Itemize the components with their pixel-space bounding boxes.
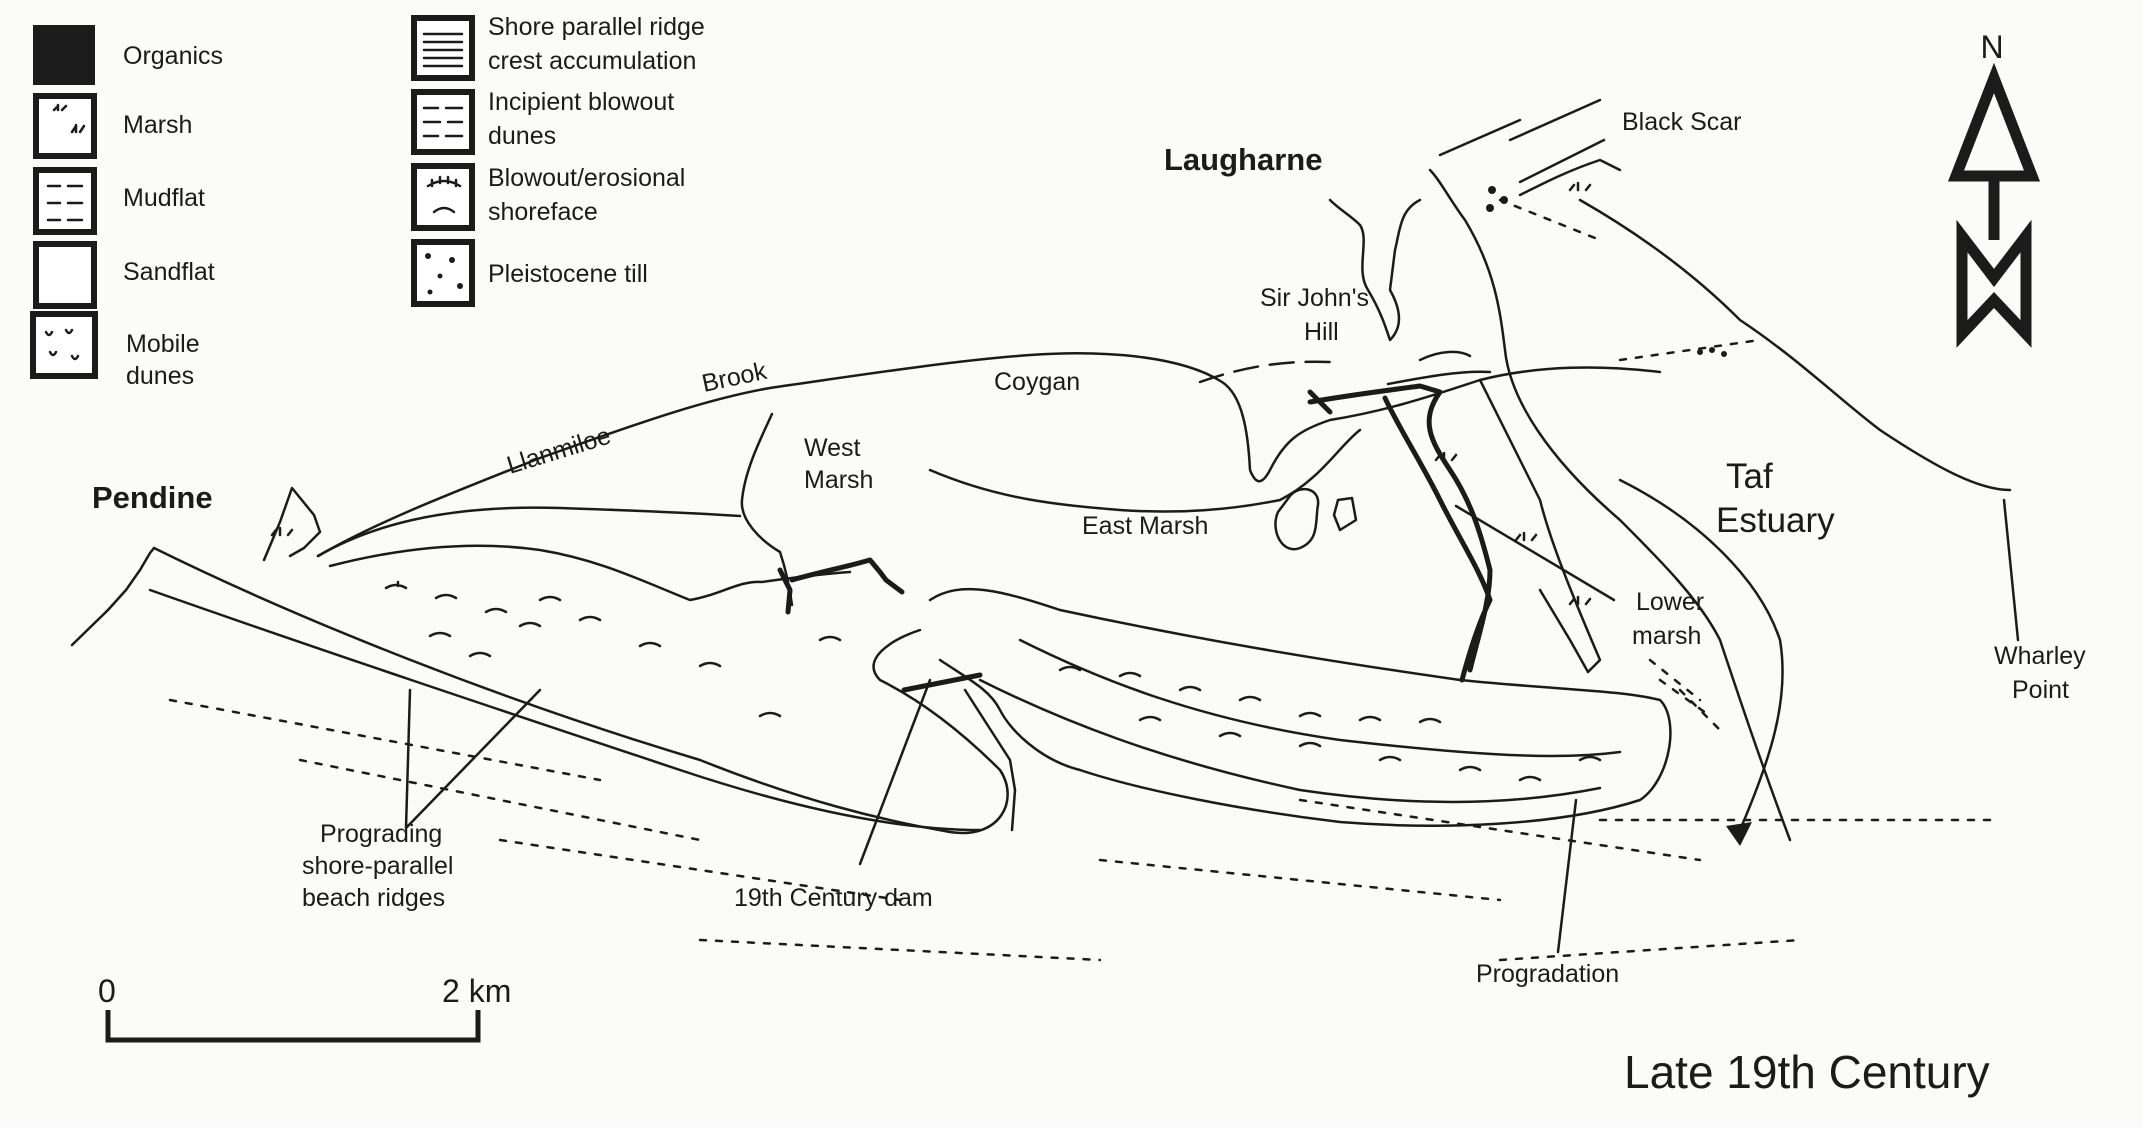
legend-label-shore-parallel-ridge: Shore parallel ridge crest accumulation [488, 13, 712, 75]
label-prograding-ridges: Prograding shore-parallel beach ridges [302, 820, 460, 912]
till-island-1 [1274, 487, 1320, 551]
legend-label-organics: Organics [123, 42, 223, 70]
legend-label-blowout-erosional: Blowout/erosional shoreface [488, 164, 692, 226]
till-island-2 [1332, 496, 1358, 532]
label-sir-johns-hill: Sir John's Hill [1260, 284, 1376, 346]
label-black-scar: Black Scar [1622, 108, 1741, 136]
scale-start: 0 [98, 973, 116, 1009]
mudflat-swatch [33, 167, 97, 235]
mobile-dunes-swatch [30, 311, 98, 379]
organics-swatch [33, 25, 95, 85]
legend-label-pleistocene-till: Pleistocene till [488, 260, 648, 288]
sandflat-swatch [33, 241, 97, 309]
western-spit-shore [152, 546, 1009, 835]
label-wharley-point: Wharley Point [1994, 642, 2093, 704]
legend-label-marsh: Marsh [123, 111, 192, 139]
label-lower-marsh: Lower marsh [1632, 588, 1711, 650]
west-marsh-embankment [777, 557, 905, 615]
incipient-blowout-swatch [411, 89, 475, 155]
place-pendine: Pendine [92, 480, 213, 515]
legend-label-sandflat: Sandflat [123, 258, 215, 286]
leader-lines [404, 138, 2020, 954]
pendine-headland [70, 546, 156, 647]
scale-end: 2 km [442, 973, 511, 1009]
label-progradation: Progradation [1476, 960, 1619, 988]
llanmiloe-brook [316, 352, 1662, 558]
label-coygan: Coygan [994, 368, 1080, 396]
laugharne-coast [1328, 198, 1422, 342]
label-taf-estuary: Taf Estuary [1716, 457, 1835, 540]
legend: Organics Marsh Mudflat Sandflat Mobile d… [30, 13, 712, 390]
north-arrow-icon: N [1947, 29, 2041, 348]
place-laugharne: Laugharne [1164, 142, 1322, 177]
pleistocene-till-swatch [411, 239, 475, 307]
north-label: N [1980, 29, 2003, 65]
legend-label-mobile-dunes: Mobile dunes [126, 330, 207, 390]
nineteenth-century-dam [901, 672, 983, 693]
label-19th-century-dam: 19th Century dam [734, 884, 933, 912]
laugharne-embankment [1307, 383, 1493, 683]
label-brook: Brook [699, 357, 769, 398]
shore-parallel-ridge-swatch [411, 15, 475, 81]
taf-channel [1618, 478, 1784, 832]
coastline-features [70, 98, 2012, 962]
label-east-marsh: East Marsh [1082, 512, 1208, 540]
scale-bar: 0 2 km [98, 973, 511, 1043]
eastern-spit-shore [928, 587, 1672, 827]
label-llanmiloe: Llanmiloe [504, 422, 615, 480]
label-west-marsh: West Marsh [804, 434, 873, 494]
legend-label-incipient-blowout: Incipient blowout dunes [488, 88, 681, 150]
blowout-erosional-swatch [411, 163, 475, 231]
legend-label-mudflat: Mudflat [123, 184, 205, 212]
marsh-swatch [33, 93, 97, 159]
map-title: Late 19th Century [1624, 1046, 1990, 1098]
